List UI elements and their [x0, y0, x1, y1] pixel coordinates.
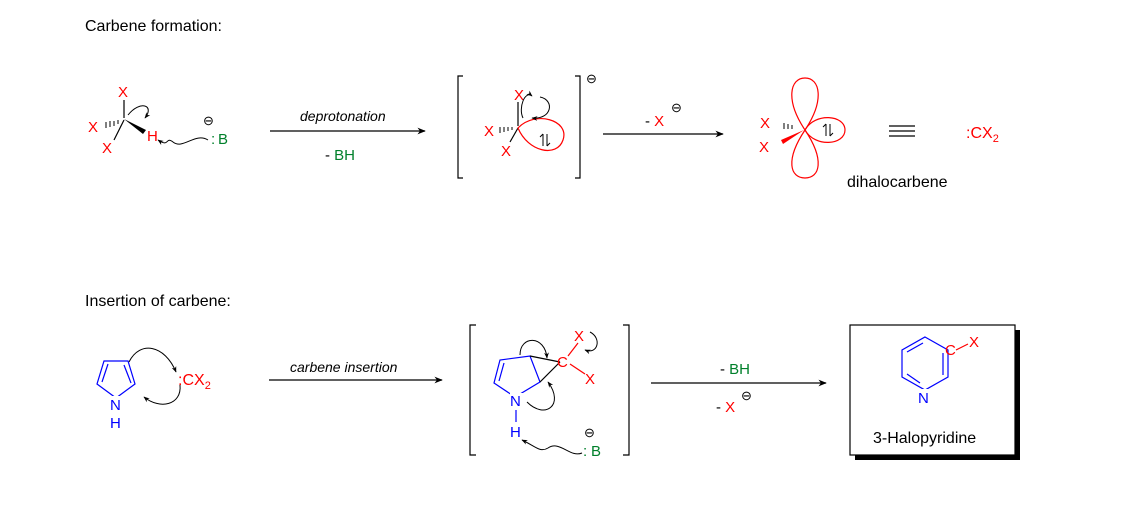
base-label: B	[218, 131, 228, 148]
wedge-bond	[124, 119, 146, 134]
arrow-label-minus-bh: - BH	[720, 361, 750, 378]
hydrogen-label: H	[510, 424, 521, 441]
curved-arrow	[584, 331, 598, 355]
nitrogen-label: N	[510, 393, 521, 410]
curved-arrow	[128, 347, 177, 373]
halogen-label: X	[118, 84, 128, 101]
halogen-label: X	[574, 328, 584, 345]
nitrogen-label: N	[918, 390, 929, 407]
nitrogen-label: N	[110, 397, 121, 414]
arrow-label-carbene-insertion: carbene insertion	[290, 359, 398, 375]
pyrrole-reactant: N H :CX2	[96, 347, 211, 432]
wedge-bond	[781, 130, 804, 144]
hydrogen-label: H	[147, 128, 158, 145]
electron-pair	[539, 133, 551, 147]
box-frame	[849, 324, 1016, 456]
cyclopropane-intermediate: N H C X X : B ⊖	[469, 324, 630, 460]
equivalence-sign	[889, 125, 915, 137]
reaction-arrow-halide-loss: - X ⊖	[603, 100, 724, 138]
curved-arrow	[521, 439, 583, 455]
right-bracket	[623, 324, 630, 456]
halogen-label: X	[484, 123, 494, 140]
negative-charge: ⊖	[584, 425, 595, 440]
halogen-label: X	[969, 334, 979, 351]
haloform-reactant: X X X H : B ⊖	[88, 84, 228, 157]
arrow-label-minus-x: - X	[716, 399, 735, 416]
reaction-arrow-deprotonation: deprotonation - BH	[270, 108, 426, 164]
curved-arrow	[531, 96, 550, 121]
right-bracket	[575, 75, 581, 179]
hydrogen-label: H	[110, 415, 121, 432]
curved-arrow	[526, 381, 555, 411]
arrow-label-minus-bh: - BH	[325, 147, 355, 164]
halogen-label: X	[501, 143, 511, 160]
reaction-arrow-elimination: - BH - X ⊖	[651, 361, 827, 416]
electron-pair	[822, 123, 834, 137]
halogen-label: X	[759, 139, 769, 156]
curved-arrow	[143, 384, 181, 405]
sp2-orbital	[804, 117, 846, 143]
section-heading-carbene-formation: Carbene formation:	[85, 18, 222, 35]
halogen-label: X	[514, 87, 524, 104]
halogen-label: X	[88, 119, 98, 136]
curved-arrow	[157, 137, 209, 145]
carbene-formula: :CX2	[178, 372, 211, 392]
arrow-label-deprotonation: deprotonation	[300, 108, 386, 124]
curved-arrow	[519, 339, 549, 359]
negative-charge: ⊖	[671, 100, 682, 115]
carbanion-intermediate: ⊖ X X X	[457, 71, 597, 179]
halogen-label: X	[760, 115, 770, 132]
negative-charge: ⊖	[741, 388, 752, 403]
p-orbital-top	[791, 77, 819, 132]
pyrrole-ring	[96, 360, 136, 399]
base-label: B	[591, 443, 601, 460]
pyrroline-ring	[493, 355, 541, 398]
curved-arrow	[127, 105, 151, 119]
lone-pair: :	[583, 443, 587, 460]
compound-label-dihalocarbene: dihalocarbene	[847, 174, 948, 191]
halogen-label: X	[102, 140, 112, 157]
sp3-orbital-lobe	[517, 118, 565, 151]
curved-arrow	[520, 90, 533, 119]
halogen-label: X	[585, 371, 595, 388]
compound-label-3-halopyridine: 3-Halopyridine	[873, 430, 976, 447]
hashed-bond	[105, 120, 119, 128]
hashed-bond	[783, 123, 793, 129]
reaction-arrow-carbene-insertion: carbene insertion	[269, 359, 443, 384]
section-heading-carbene-insertion: Insertion of carbene:	[85, 293, 231, 310]
hashed-bond	[499, 127, 513, 133]
dihalocarbene-orbital-diagram: X X dihalocarbene	[759, 77, 948, 191]
carbon-label: C	[945, 342, 956, 359]
negative-charge: ⊖	[586, 71, 597, 86]
lone-pair: :	[211, 131, 215, 148]
negative-charge: ⊖	[203, 113, 214, 128]
left-bracket	[469, 324, 476, 456]
arrow-label-minus-x: - X	[645, 113, 664, 130]
product-box: N C X 3-Halopyridine	[849, 324, 1020, 460]
carbene-formula: :CX2	[966, 125, 999, 145]
left-bracket	[457, 75, 463, 179]
p-orbital-bottom	[791, 128, 819, 179]
carbon-label: C	[557, 354, 568, 371]
